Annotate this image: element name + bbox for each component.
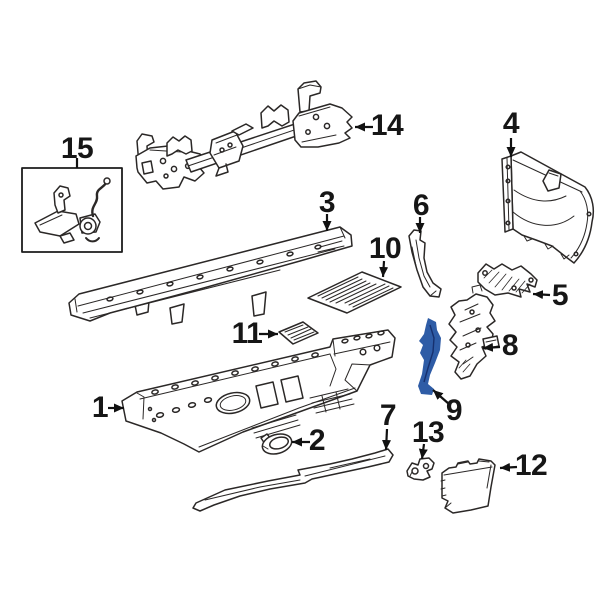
callout-11-label[interactable]: 11: [231, 317, 263, 350]
callout-13-label[interactable]: 13: [411, 416, 445, 449]
callout-2-label[interactable]: 2: [308, 424, 326, 457]
part-9-highlight-fill[interactable]: [418, 318, 441, 395]
part-12-shield-drawing: [440, 458, 496, 514]
part-3-reinforcement-drawing: [68, 226, 353, 325]
part-11-pad-drawing: [278, 321, 319, 345]
callout-12-label[interactable]: 12: [514, 449, 548, 482]
callout-8-arrow: [482, 342, 501, 352]
callout-8-label[interactable]: 8: [501, 329, 519, 362]
part-9-highlight-shade: [423, 324, 435, 383]
part-13-clip-drawing: [406, 457, 435, 481]
part-6-bracket-drawing: [408, 229, 442, 298]
callout-12-arrow: [499, 462, 518, 472]
part-1-face-bar-drawing: [121, 329, 396, 453]
callout-arrows: [75, 122, 551, 472]
part-5-bracket-drawing: [477, 263, 538, 298]
part-14-crossmember-drawing: [135, 80, 353, 190]
callout-10-arrow: [379, 260, 389, 278]
callout-9-arrow: [432, 389, 450, 405]
callout-5-label[interactable]: 5: [551, 279, 569, 312]
callout-10-label[interactable]: 10: [368, 232, 402, 265]
part-8-bracket-drawing: [448, 284, 500, 380]
callout-4-label[interactable]: 4: [502, 107, 520, 140]
part-10-step-pad-drawing: [307, 271, 402, 314]
part-15-bracket-drawing: [21, 167, 123, 253]
callout-5-arrow: [532, 290, 551, 300]
callout-7-label[interactable]: 7: [379, 399, 397, 432]
callout-3-label[interactable]: 3: [318, 186, 336, 219]
callout-9-label[interactable]: 9: [445, 394, 463, 427]
part-7-trim-strip-drawing: [192, 448, 394, 512]
callout-1-label[interactable]: 1: [91, 391, 109, 424]
callout-7-arrow: [381, 428, 391, 451]
part-4-panel-drawing: [501, 151, 595, 264]
callout-15-label[interactable]: 15: [60, 132, 94, 165]
callout-14-label[interactable]: 14: [370, 109, 404, 142]
callout-6-label[interactable]: 6: [412, 189, 430, 222]
callout-13-arrow: [418, 443, 428, 460]
part-9-highlighted-bracket-drawing[interactable]: [418, 318, 441, 395]
part-2-plug-drawing: [260, 433, 293, 455]
